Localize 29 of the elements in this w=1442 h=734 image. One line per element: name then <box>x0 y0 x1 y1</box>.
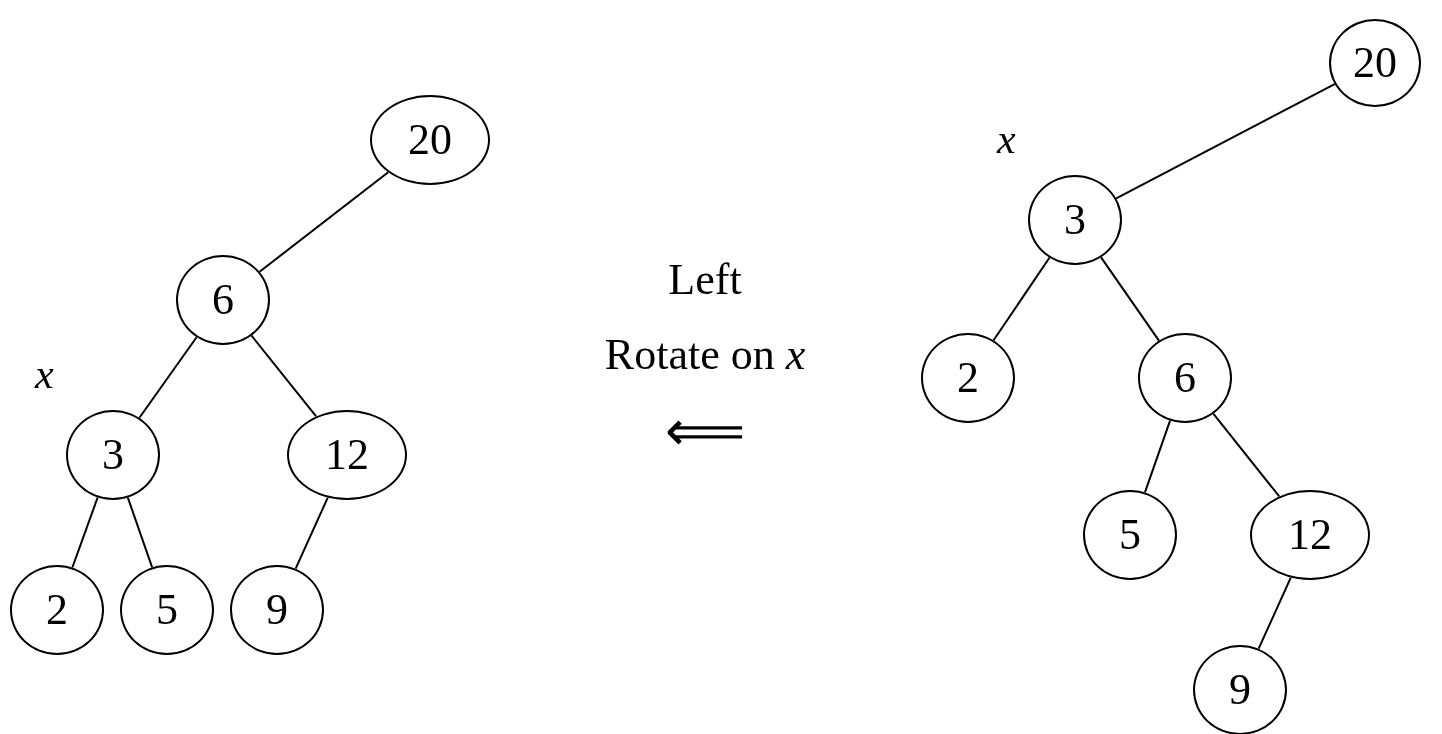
tree-edge <box>126 496 154 569</box>
tree-edge <box>992 256 1051 342</box>
node-variable-label: x <box>997 118 1016 160</box>
node-value: 6 <box>1174 356 1196 400</box>
node-value: 20 <box>408 118 452 162</box>
node-value: 2 <box>957 356 979 400</box>
node-value: 3 <box>102 433 124 477</box>
node-value: 5 <box>156 588 178 632</box>
node-value: 6 <box>212 278 234 322</box>
node-value: 20 <box>1353 41 1397 85</box>
tree-edge <box>250 334 318 418</box>
node-value: 9 <box>1229 668 1251 712</box>
tree-edge <box>71 496 99 569</box>
tree-edge <box>1143 419 1172 494</box>
node-variable-label: x <box>35 353 54 395</box>
node-value: 3 <box>1064 198 1086 242</box>
node-value: 12 <box>325 433 369 477</box>
caption-text: Left <box>668 258 742 302</box>
tree-edge <box>138 336 198 419</box>
tree-edge <box>1100 256 1160 342</box>
node-value: 12 <box>1288 513 1332 557</box>
caption-text: Rotate on x <box>604 333 806 377</box>
double-arrow-glyph: ⟸ <box>665 403 745 459</box>
tree-edge <box>1115 83 1336 200</box>
tree-edge <box>1212 412 1281 498</box>
node-value: 2 <box>46 588 68 632</box>
node-value: 5 <box>1119 513 1141 557</box>
node-value: 9 <box>266 588 288 632</box>
tree-edge <box>258 171 390 273</box>
